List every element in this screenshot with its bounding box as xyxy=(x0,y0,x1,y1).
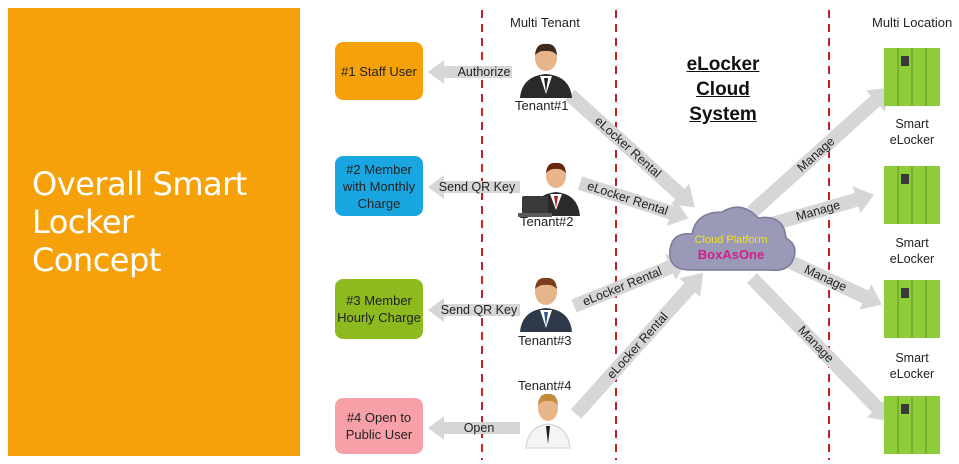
left-panel xyxy=(8,8,300,456)
arrow-rental-4: eLocker Rental xyxy=(570,272,704,419)
user-box-hourly: #3 Member Hourly Charge xyxy=(335,279,423,339)
tenant-person-icon xyxy=(520,43,572,98)
header-multi-location: Multi Location xyxy=(872,15,953,30)
locker-icon xyxy=(884,48,940,106)
tenant-person-icon xyxy=(525,393,571,449)
svg-text:Authorize: Authorize xyxy=(458,65,511,79)
locker-icon xyxy=(884,166,940,224)
svg-text:eLocker Rental: eLocker Rental xyxy=(592,114,664,181)
svg-text:eLocker Rental: eLocker Rental xyxy=(585,179,669,218)
svg-text:Open: Open xyxy=(464,421,495,435)
locker-label: Smart eLocker xyxy=(889,236,935,266)
arrow-send-qr-2: Send QR Key xyxy=(428,298,520,322)
cloud-icon: Cloud Platform BoxAsOne xyxy=(669,206,796,272)
svg-text:BoxAsOne: BoxAsOne xyxy=(698,247,764,262)
arrow-send-qr-1: Send QR Key xyxy=(428,175,520,199)
svg-text:eLocker Rental: eLocker Rental xyxy=(581,264,664,308)
arrow-authorize: Authorize xyxy=(428,60,512,84)
tenant-label: Tenant#3 xyxy=(518,333,572,348)
tenant-person-icon xyxy=(520,277,572,332)
locker-label: Smart eLocker xyxy=(889,117,935,147)
arrow-open: Open xyxy=(428,416,520,440)
tenant-person-icon xyxy=(518,162,580,217)
user-box-public: #4 Open to Public User xyxy=(335,398,423,454)
svg-text:Send QR Key: Send QR Key xyxy=(441,303,518,317)
tenant-label: Tenant#4 xyxy=(518,378,572,393)
svg-text:Manage: Manage xyxy=(794,198,841,224)
svg-text:Cloud Platform: Cloud Platform xyxy=(695,234,768,246)
user-box-monthly: #2 Member with Monthly Charge xyxy=(335,156,423,216)
svg-text:eLocker Rental: eLocker Rental xyxy=(604,310,671,382)
user-box-staff: #1 Staff User xyxy=(335,42,423,100)
tenant-label: Tenant#1 xyxy=(515,98,569,113)
svg-text:Send QR Key: Send QR Key xyxy=(439,180,516,194)
header-multi-tenant: Multi Tenant xyxy=(510,15,580,30)
locker-icon xyxy=(884,280,940,338)
locker-label: Smart eLocker xyxy=(889,351,935,381)
locker-icon xyxy=(884,396,940,454)
svg-text:Manage: Manage xyxy=(794,134,837,175)
svg-text:Manage: Manage xyxy=(795,323,836,365)
tenant-label: Tenant#2 xyxy=(520,214,574,229)
svg-text:Manage: Manage xyxy=(802,262,849,294)
cloud-system-title: eLocker Cloud System xyxy=(686,54,760,125)
page-title: Overall Smart Locker Concept xyxy=(32,165,247,279)
